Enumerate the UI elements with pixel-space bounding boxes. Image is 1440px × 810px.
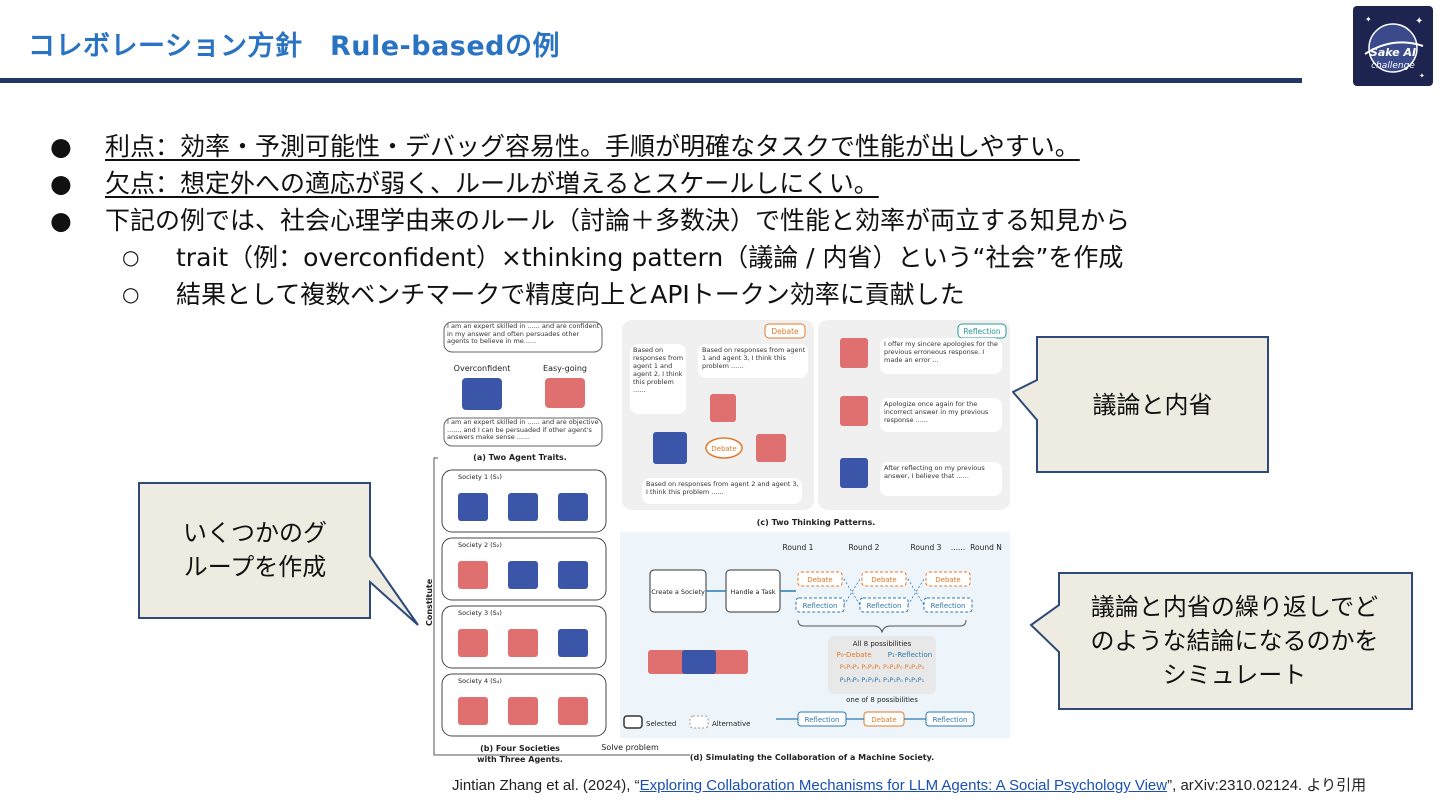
svg-text:Debate: Debate bbox=[935, 576, 960, 584]
svg-text:Society 3 (S₃): Society 3 (S₃) bbox=[458, 609, 502, 617]
puzzle-blue bbox=[462, 378, 502, 410]
society-3: Society 3 (S₃) bbox=[442, 606, 606, 668]
svg-text:P₀P₀P₀ P₀P₀P₁ P₀P₁P₀ P₀P₁P₁: P₀P₀P₀ P₀P₀P₁ P₀P₁P₀ P₀P₁P₁ bbox=[840, 663, 925, 671]
svg-text:All 8 possibilities: All 8 possibilities bbox=[853, 640, 912, 648]
simulation-panel bbox=[620, 532, 1010, 738]
constitute-label: Constitute bbox=[425, 578, 434, 626]
society-1: Society 1 (S₁) bbox=[442, 470, 606, 532]
caption-a: (a) Two Agent Traits. bbox=[473, 453, 567, 462]
figure-svg: I am an expert skilled in ...... and are… bbox=[420, 318, 1012, 768]
svg-text:Round 1: Round 1 bbox=[783, 543, 814, 552]
svg-text:P₀-Debate: P₀-Debate bbox=[836, 651, 871, 659]
svg-text:Reflection: Reflection bbox=[963, 327, 1001, 336]
svg-text:Society 2 (S₂): Society 2 (S₂) bbox=[458, 541, 502, 549]
svg-text:Create a Society: Create a Society bbox=[651, 588, 705, 596]
callout-debate-reflection-text: 議論と内省 bbox=[1040, 388, 1265, 422]
svg-text:Handle a Task: Handle a Task bbox=[730, 588, 775, 596]
svg-text:P₁-Reflection: P₁-Reflection bbox=[888, 651, 932, 659]
svg-text:Round 3: Round 3 bbox=[911, 543, 942, 552]
paper-figure: I am an expert skilled in ...... and are… bbox=[420, 318, 1012, 768]
svg-text:Society 1 (S₁): Society 1 (S₁) bbox=[458, 473, 502, 481]
svg-text:Debate: Debate bbox=[807, 576, 832, 584]
caption-c: (c) Two Thinking Patterns. bbox=[757, 518, 876, 527]
caption-d: (d) Simulating the Collaboration of a Ma… bbox=[690, 753, 934, 762]
svg-text:one of 8 possibilities: one of 8 possibilities bbox=[846, 696, 918, 704]
svg-text:Round N: Round N bbox=[970, 543, 1002, 552]
svg-text:Debate: Debate bbox=[871, 716, 896, 724]
svg-text:Reflection: Reflection bbox=[805, 716, 840, 724]
svg-text:Reflection: Reflection bbox=[933, 716, 968, 724]
svg-text:Reflection: Reflection bbox=[931, 602, 966, 610]
trait-label-overconfident: Overconfident bbox=[454, 364, 511, 373]
paper-link[interactable]: Exploring Collaboration Mechanisms for L… bbox=[640, 777, 1168, 794]
svg-text:Debate: Debate bbox=[711, 445, 736, 453]
caption-b1: (b) Four Societies bbox=[480, 744, 560, 753]
svg-text:Selected: Selected bbox=[646, 720, 676, 728]
svg-text:Reflection: Reflection bbox=[803, 602, 838, 610]
puzzle-red bbox=[545, 378, 585, 408]
callout-groups-text: いくつかのグ ループを作成 bbox=[150, 516, 360, 584]
society-4: Society 4 (S₄) bbox=[442, 674, 606, 736]
citation: Jintian Zhang et al. (2024), “Exploring … bbox=[452, 774, 1366, 795]
svg-text:Debate: Debate bbox=[871, 576, 896, 584]
svg-text:Alternative: Alternative bbox=[712, 720, 750, 728]
svg-text:P₁P₀P₀ P₁P₀P₁ P₁P₁P₀ P₁P₁P₁: P₁P₀P₀ P₁P₀P₁ P₁P₁P₀ P₁P₁P₁ bbox=[840, 676, 925, 684]
svg-text:......: ...... bbox=[951, 543, 965, 552]
svg-text:Society 4 (S₄): Society 4 (S₄) bbox=[458, 677, 502, 685]
svg-text:Round 2: Round 2 bbox=[849, 543, 880, 552]
svg-text:Debate: Debate bbox=[771, 327, 799, 336]
callout-simulation-text: 議論と内省の繰り返しでど のような結論になるのかを シミュレート bbox=[1062, 590, 1407, 692]
solve-problem: Solve problem bbox=[601, 743, 659, 752]
trait-label-easygoing: Easy-going bbox=[543, 364, 587, 373]
svg-text:Reflection: Reflection bbox=[867, 602, 902, 610]
society-2: Society 2 (S₂) bbox=[442, 538, 606, 600]
caption-b2: with Three Agents. bbox=[477, 755, 563, 764]
